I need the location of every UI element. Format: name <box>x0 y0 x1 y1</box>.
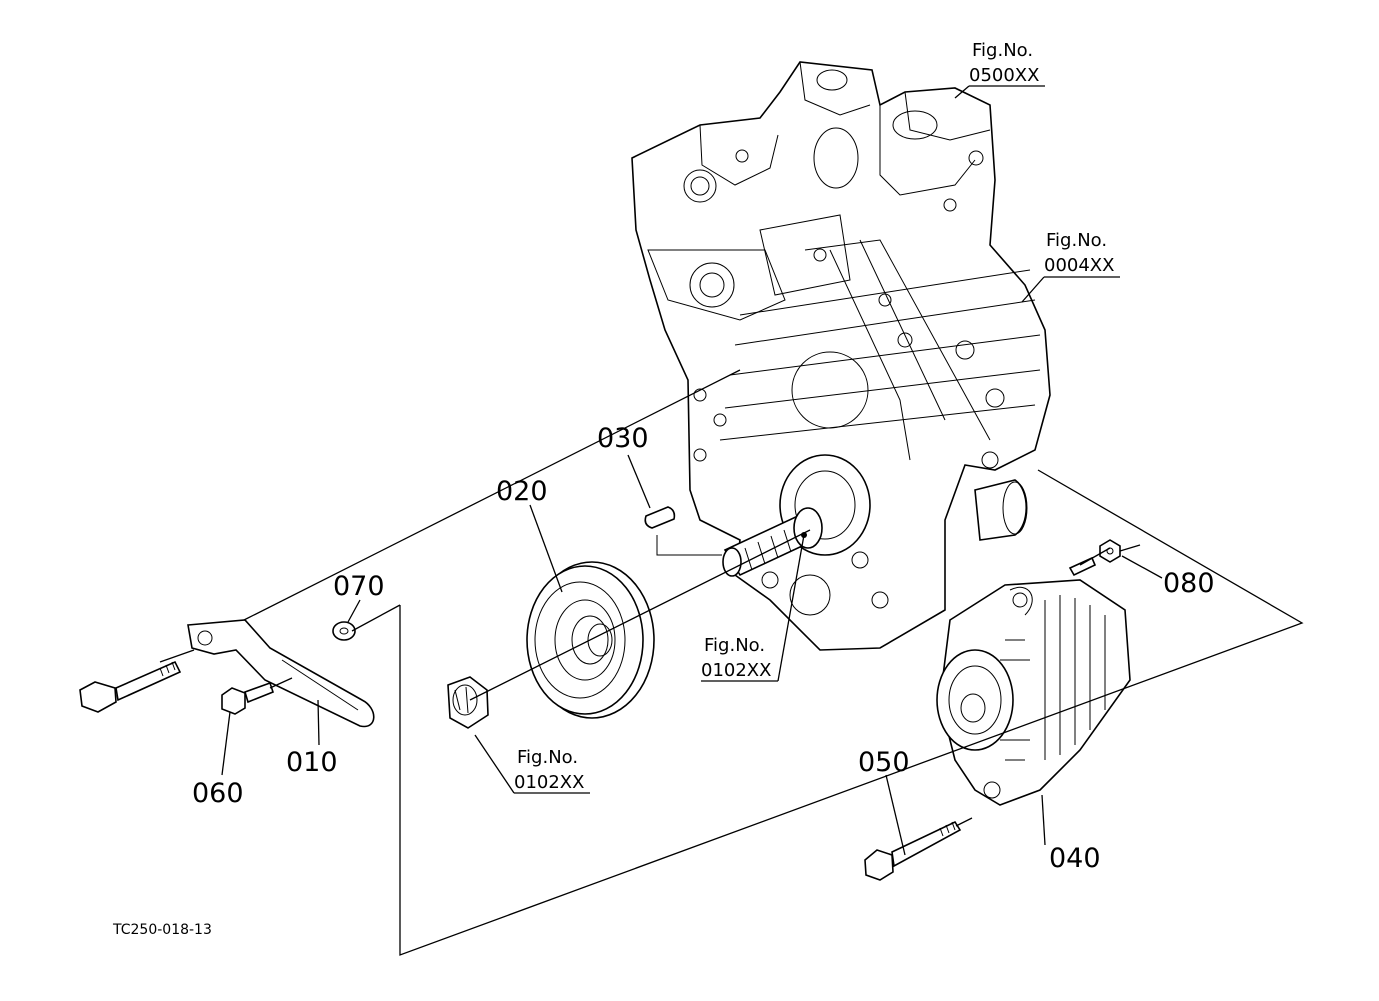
figref-gearcase-line2: 0500XX <box>969 65 1039 86</box>
part-070-washer <box>332 621 356 641</box>
figref-crank-line1: Fig.No. <box>704 635 765 656</box>
label-040: 040 <box>1049 843 1101 874</box>
figref-nut-line1: Fig.No. <box>517 747 578 768</box>
drawing-code: TC250-018-13 <box>112 922 212 938</box>
part-010-bracket <box>187 619 375 728</box>
label-010: 010 <box>286 747 338 778</box>
label-060: 060 <box>192 778 244 809</box>
figref-block-line1: Fig.No. <box>1046 230 1107 251</box>
part-020-pulley <box>526 561 655 719</box>
figref-crank-line2: 0102XX <box>701 660 771 681</box>
label-080: 080 <box>1163 568 1215 599</box>
pulley-nut <box>447 676 489 729</box>
label-030: 030 <box>597 423 649 454</box>
label-020: 020 <box>496 476 548 507</box>
part-040-alternator <box>936 556 1131 806</box>
part-030-key <box>644 506 722 556</box>
figref-block-line2: 0004XX <box>1044 255 1114 276</box>
long-bolt-left <box>79 660 182 713</box>
figref-nut-line2: 0102XX <box>514 772 584 793</box>
assembly-guide-lines <box>159 369 1304 956</box>
label-050: 050 <box>858 747 910 778</box>
engine-block-drawing <box>631 61 1051 651</box>
part-080-nut <box>1099 539 1121 563</box>
crankshaft-end-drawing <box>722 507 823 577</box>
part-060-bolt <box>221 681 274 715</box>
label-070: 070 <box>333 571 385 602</box>
figref-gearcase-line1: Fig.No. <box>972 40 1033 61</box>
leader-lines <box>221 85 1163 856</box>
part-050-bolt <box>864 820 962 881</box>
